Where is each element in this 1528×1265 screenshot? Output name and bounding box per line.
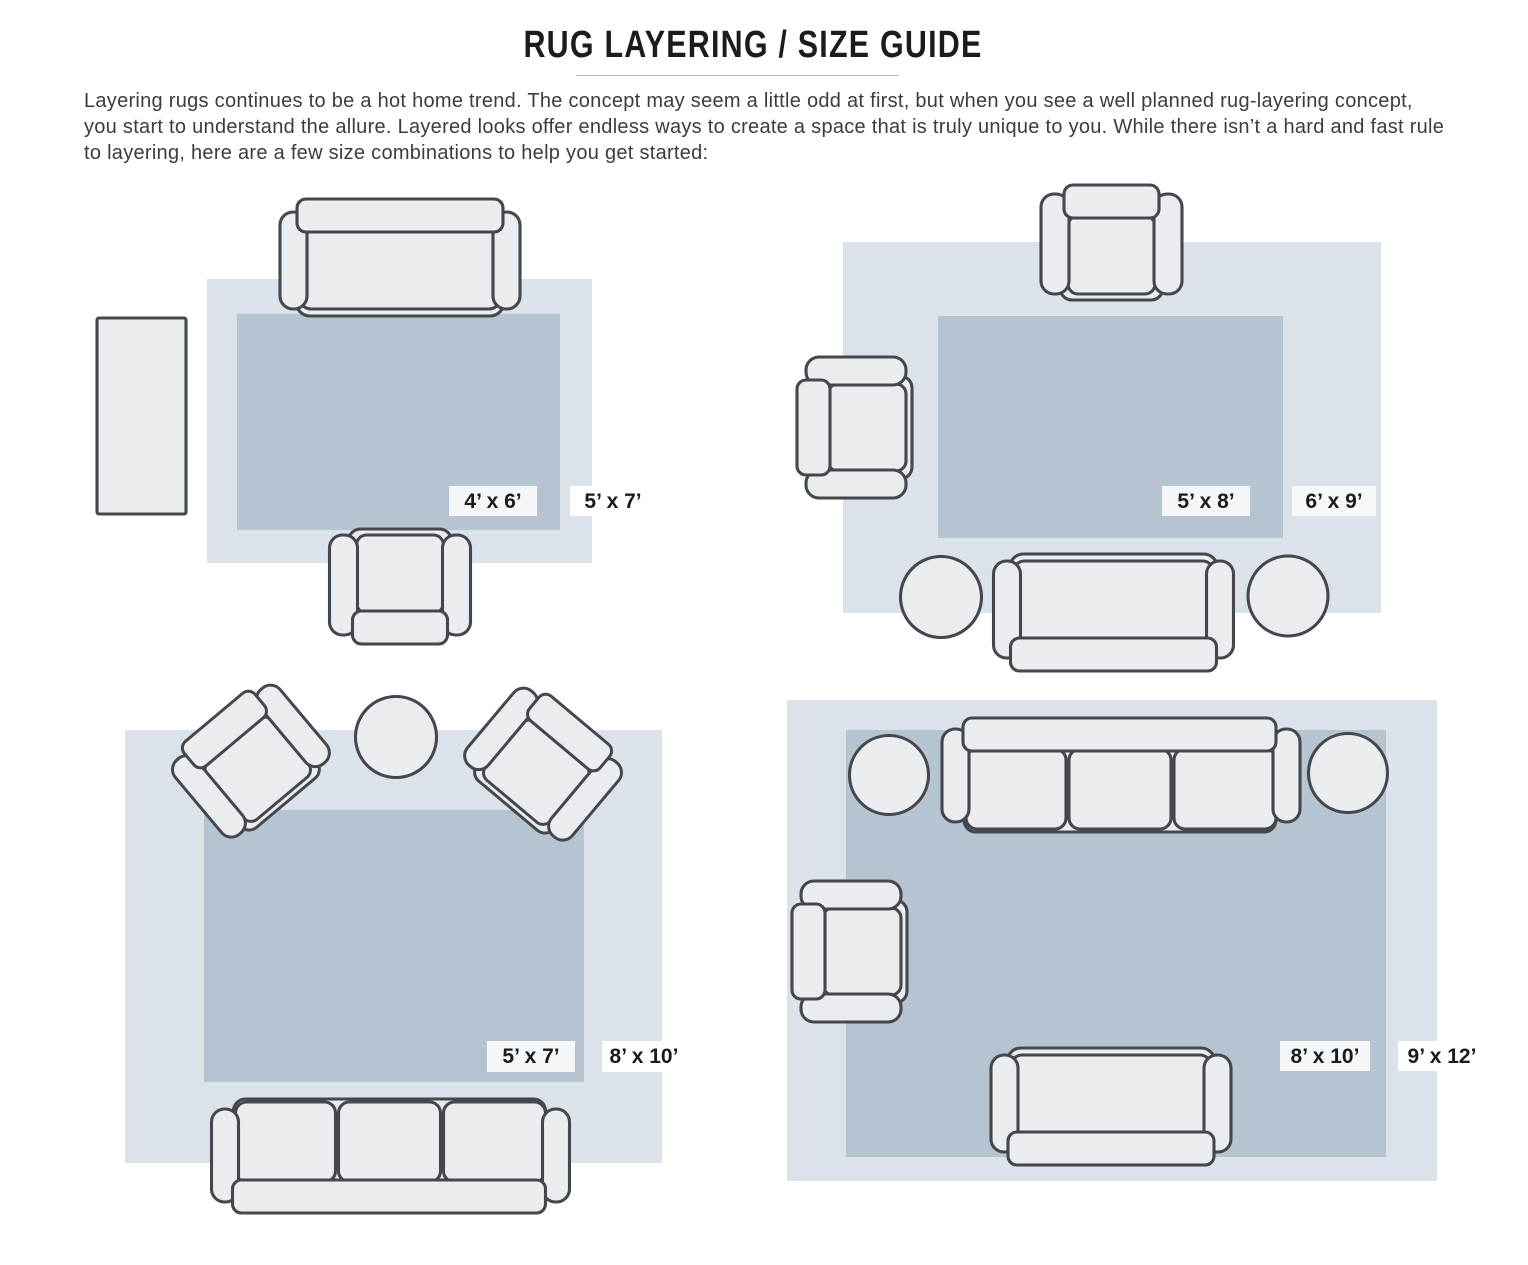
svg-text:9’ x 12’: 9’ x 12’ [1408,1045,1477,1068]
svg-text:6’ x 9’: 6’ x 9’ [1305,490,1362,513]
svg-text:4’ x 6’: 4’ x 6’ [464,490,521,513]
svg-text:5’ x 7’: 5’ x 7’ [584,490,641,513]
svg-text:5’ x 8’: 5’ x 8’ [1177,490,1234,513]
svg-text:5’ x 7’: 5’ x 7’ [502,1045,559,1068]
svg-text:8’ x 10’: 8’ x 10’ [1291,1045,1360,1068]
svg-text:8’ x 10’: 8’ x 10’ [610,1045,679,1068]
